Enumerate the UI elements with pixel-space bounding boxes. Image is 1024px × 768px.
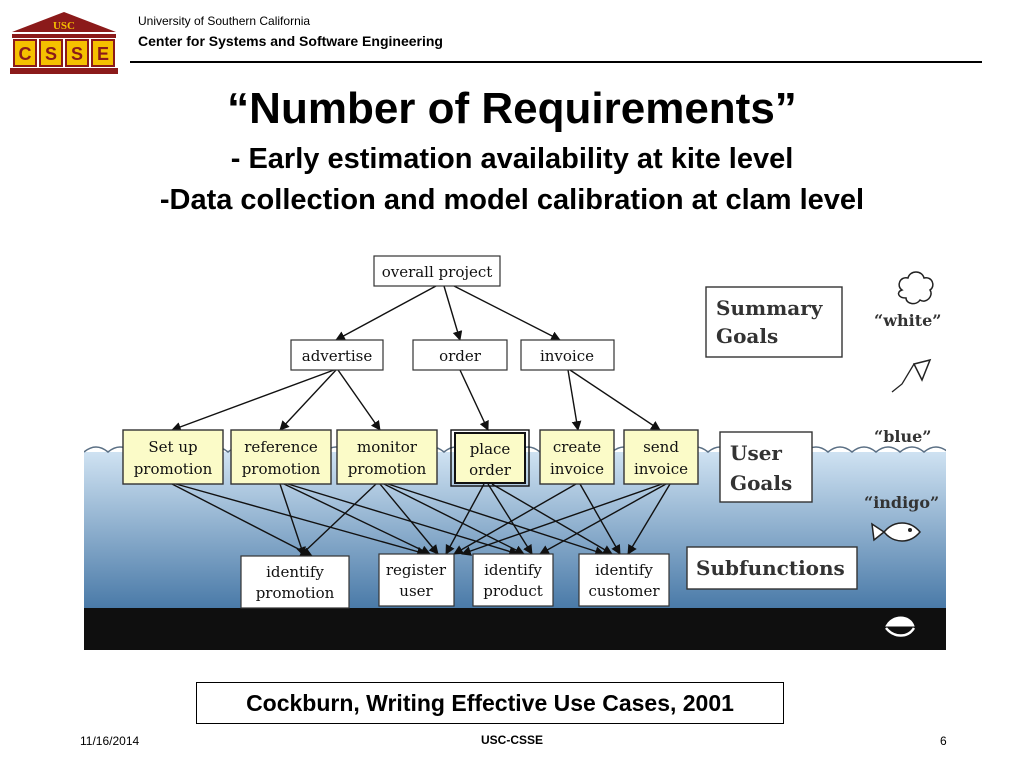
svg-text:create: create bbox=[553, 438, 601, 456]
level-label-indigo: “indigo” bbox=[864, 493, 939, 512]
node-invoice: invoice bbox=[520, 339, 615, 371]
svg-text:E: E bbox=[97, 44, 109, 64]
logo-roof bbox=[12, 12, 116, 32]
node-advertise: advertise bbox=[290, 339, 384, 371]
node-identify-product: identify product bbox=[472, 553, 554, 607]
svg-text:Subfunctions: Subfunctions bbox=[696, 556, 845, 580]
svg-text:identify: identify bbox=[595, 561, 653, 579]
subfunctions-box: Subfunctions bbox=[686, 546, 858, 590]
node-reference-promotion: reference promotion bbox=[230, 429, 332, 485]
node-overall-project: overall project bbox=[373, 255, 501, 287]
svg-text:product: product bbox=[483, 582, 543, 600]
svg-text:promotion: promotion bbox=[256, 584, 335, 602]
summary-goals-box: Summary Goals bbox=[705, 286, 843, 358]
node-send-invoice: send invoice bbox=[623, 429, 699, 485]
cloud-icon bbox=[897, 271, 934, 305]
svg-text:User: User bbox=[730, 441, 782, 465]
svg-text:C: C bbox=[19, 44, 32, 64]
node-identify-promotion: identify promotion bbox=[240, 555, 350, 609]
svg-text:promotion: promotion bbox=[348, 460, 427, 478]
svg-text:place: place bbox=[470, 440, 511, 458]
node-place-order: place order bbox=[450, 429, 530, 487]
use-case-goal-levels-diagram: overall project advertise order invoice … bbox=[84, 246, 946, 650]
page-number: 6 bbox=[940, 734, 947, 748]
footer-date: 11/16/2014 bbox=[80, 734, 140, 748]
slide-subtitle-kite: - Early estimation availability at kite … bbox=[230, 143, 794, 175]
level-label-blue: “blue” bbox=[874, 427, 931, 446]
kite-icon bbox=[891, 358, 932, 393]
usc-csse-logo: USC C S S E bbox=[10, 12, 118, 74]
level-label-white: “white” bbox=[874, 311, 941, 330]
clam-icon bbox=[885, 616, 916, 637]
svg-text:promotion: promotion bbox=[242, 460, 321, 478]
svg-text:Goals: Goals bbox=[716, 324, 778, 348]
node-create-invoice: create invoice bbox=[539, 429, 615, 485]
citation-box: Cockburn, Writing Effective Use Cases, 2… bbox=[196, 682, 784, 724]
svg-text:invoice: invoice bbox=[540, 347, 594, 365]
footer-organization: USC-CSSE bbox=[480, 733, 543, 747]
node-monitor-promotion: monitor promotion bbox=[336, 429, 438, 485]
slide-subtitle-clam: -Data collection and model calibration a… bbox=[159, 184, 865, 216]
svg-text:order: order bbox=[469, 461, 512, 479]
svg-text:invoice: invoice bbox=[634, 460, 688, 478]
user-goals-box: User Goals bbox=[719, 431, 813, 503]
logo-letter-blocks: C S S E bbox=[13, 39, 115, 67]
diagram-arrows bbox=[171, 285, 671, 557]
node-order: order bbox=[412, 339, 508, 371]
svg-text:advertise: advertise bbox=[302, 347, 373, 365]
fish-icon bbox=[871, 522, 921, 542]
header-divider bbox=[130, 61, 982, 63]
svg-text:reference: reference bbox=[244, 438, 318, 456]
svg-text:identify: identify bbox=[266, 563, 324, 581]
svg-text:S: S bbox=[45, 44, 57, 64]
node-set-up-promotion: Set up promotion bbox=[122, 429, 224, 485]
node-register-user: register user bbox=[378, 553, 455, 607]
svg-text:customer: customer bbox=[588, 582, 660, 600]
svg-text:Goals: Goals bbox=[730, 471, 792, 495]
svg-text:promotion: promotion bbox=[134, 460, 213, 478]
svg-text:order: order bbox=[439, 347, 482, 365]
node-identify-customer: identify customer bbox=[578, 553, 670, 607]
seabed bbox=[84, 608, 946, 650]
logo-usc-text: USC bbox=[53, 20, 75, 32]
svg-text:monitor: monitor bbox=[357, 438, 418, 456]
svg-text:invoice: invoice bbox=[550, 460, 604, 478]
svg-text:S: S bbox=[71, 44, 83, 64]
department-name: Center for Systems and Software Engineer… bbox=[138, 33, 443, 49]
svg-text:overall project: overall project bbox=[382, 263, 493, 281]
svg-text:user: user bbox=[399, 582, 433, 600]
university-name: University of Southern California bbox=[138, 14, 311, 28]
svg-text:send: send bbox=[643, 438, 679, 456]
svg-text:identify: identify bbox=[484, 561, 542, 579]
svg-text:Summary: Summary bbox=[716, 296, 824, 320]
svg-text:Set up: Set up bbox=[148, 438, 197, 456]
slide-title: “Number of Requirements” bbox=[227, 84, 797, 133]
svg-text:register: register bbox=[386, 561, 447, 579]
